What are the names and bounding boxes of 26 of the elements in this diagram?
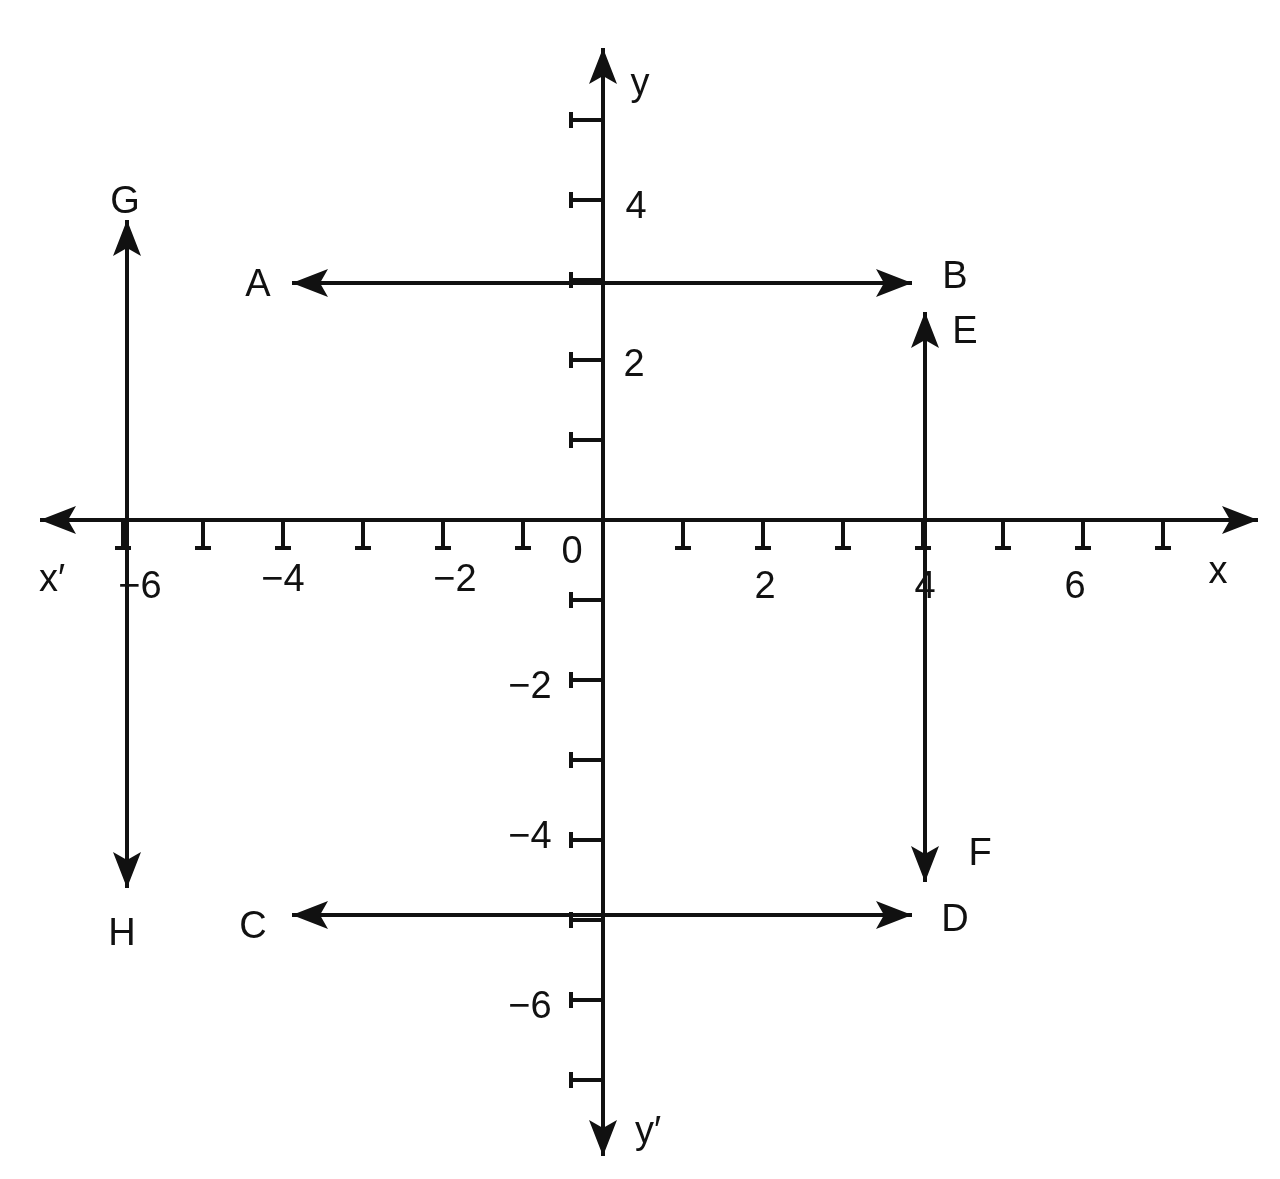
tick-label: −4: [508, 815, 552, 855]
point-label: D: [941, 898, 969, 938]
point-label: C: [239, 905, 267, 945]
tick-label: 2: [623, 343, 645, 383]
tick-label: −4: [261, 558, 305, 598]
tick-label: −2: [508, 665, 552, 705]
point-label: E: [952, 310, 978, 350]
double-arrow-line: [292, 269, 912, 297]
tick-label: 6: [1064, 565, 1086, 605]
point-label: H: [108, 912, 136, 952]
point-label: G: [110, 180, 140, 220]
point-label: F: [968, 832, 992, 872]
axis-label: y: [630, 62, 650, 102]
tick-label: 4: [625, 185, 647, 225]
tick-label: −2: [433, 558, 477, 598]
double-arrow-line: [292, 901, 912, 929]
axis-label: x: [1208, 550, 1228, 590]
tick-label: 2: [754, 565, 776, 605]
point-label: A: [245, 263, 271, 303]
point-label: B: [942, 255, 968, 295]
axis-label: x′: [38, 558, 66, 598]
tick-label: −6: [508, 985, 552, 1025]
double-arrow-line: [113, 220, 141, 888]
axis-label: y′: [634, 1110, 662, 1150]
tick-label: 0: [561, 530, 583, 570]
double-arrow-line: [911, 312, 939, 882]
